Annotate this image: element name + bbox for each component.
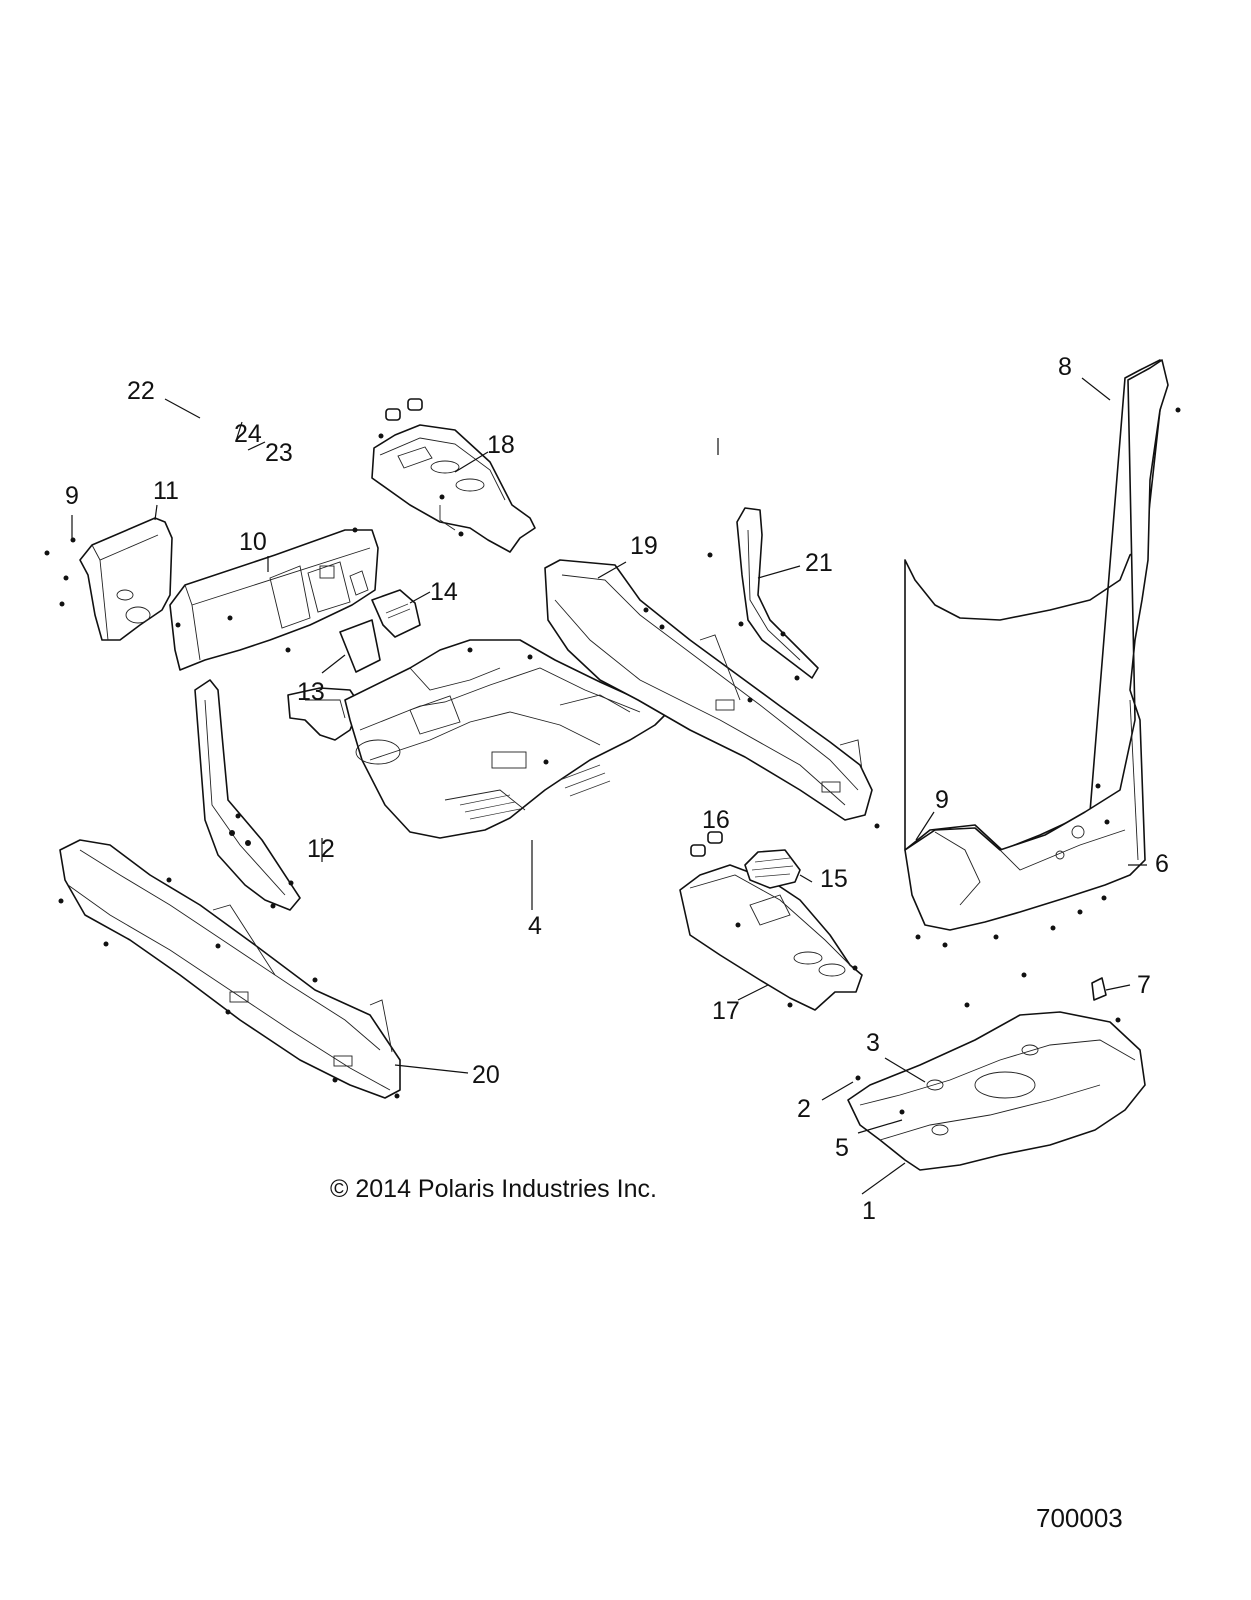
callout-16: 16 — [702, 806, 730, 834]
part-12-bracket — [287, 687, 361, 741]
part-20-rocker-panel — [58, 839, 401, 1099]
callout-1: 1 — [862, 1197, 876, 1225]
part-13-access-cover — [339, 619, 381, 673]
callout-17: 17 — [712, 997, 740, 1025]
callout-7: 7 — [1137, 971, 1151, 999]
callout-10: 10 — [239, 528, 267, 556]
part-4-floor — [344, 639, 669, 839]
callout-22: 22 — [127, 377, 155, 405]
callout-4: 4 — [528, 912, 542, 940]
callout-9-left: 9 — [65, 482, 79, 510]
callout-20: 20 — [472, 1061, 500, 1089]
part-6-bulkhead-body — [904, 359, 1181, 948]
callout-2: 2 — [797, 1095, 811, 1123]
part-21-pillar-trim — [736, 507, 819, 681]
callout-18: 18 — [487, 431, 515, 459]
callout-15: 15 — [820, 865, 848, 893]
callout-6: 6 — [1155, 850, 1169, 878]
document-number: 700003 — [1036, 1503, 1123, 1533]
callout-19: 19 — [630, 532, 658, 560]
part-11-side-panel — [44, 517, 173, 641]
callout-14: 14 — [430, 578, 458, 606]
leader-lines — [71, 377, 1147, 1195]
callout-5: 5 — [835, 1134, 849, 1162]
callout-11: 11 — [153, 477, 179, 505]
callout-13: 13 — [297, 678, 325, 706]
callout-labels: 1 2 3 4 5 6 7 8 9 9 10 11 12 13 14 15 16… — [65, 353, 1169, 1225]
part-23-fastener — [245, 840, 251, 846]
part-18-grommet-left — [385, 408, 401, 421]
callout-21: 21 — [805, 549, 833, 577]
part-19-rocker-panel — [544, 552, 880, 829]
callout-23: 23 — [265, 439, 293, 467]
copyright-notice: © 2014 Polaris Industries Inc. — [330, 1175, 657, 1203]
part-22-pillar-trim — [194, 679, 301, 911]
part-18-center-console — [371, 398, 536, 553]
part-24-fastener — [229, 830, 235, 836]
callout-12: 12 — [307, 835, 335, 863]
part-1-floor-pan — [847, 972, 1146, 1171]
part-16-grommet-right — [707, 831, 723, 844]
part-2-fastener — [855, 1075, 861, 1081]
callout-8: 8 — [1058, 353, 1072, 381]
part-18-grommet-right — [407, 398, 423, 411]
callout-9-right: 9 — [935, 786, 949, 814]
part-7-clip — [1091, 977, 1107, 1001]
part-15-shift-boot — [744, 849, 801, 889]
part-16-grommet-left — [690, 844, 706, 857]
callout-24: 24 — [234, 420, 262, 448]
callout-3: 3 — [866, 1029, 880, 1057]
part-10-rear-panel — [169, 527, 379, 671]
part-14-access-cover — [371, 589, 421, 638]
